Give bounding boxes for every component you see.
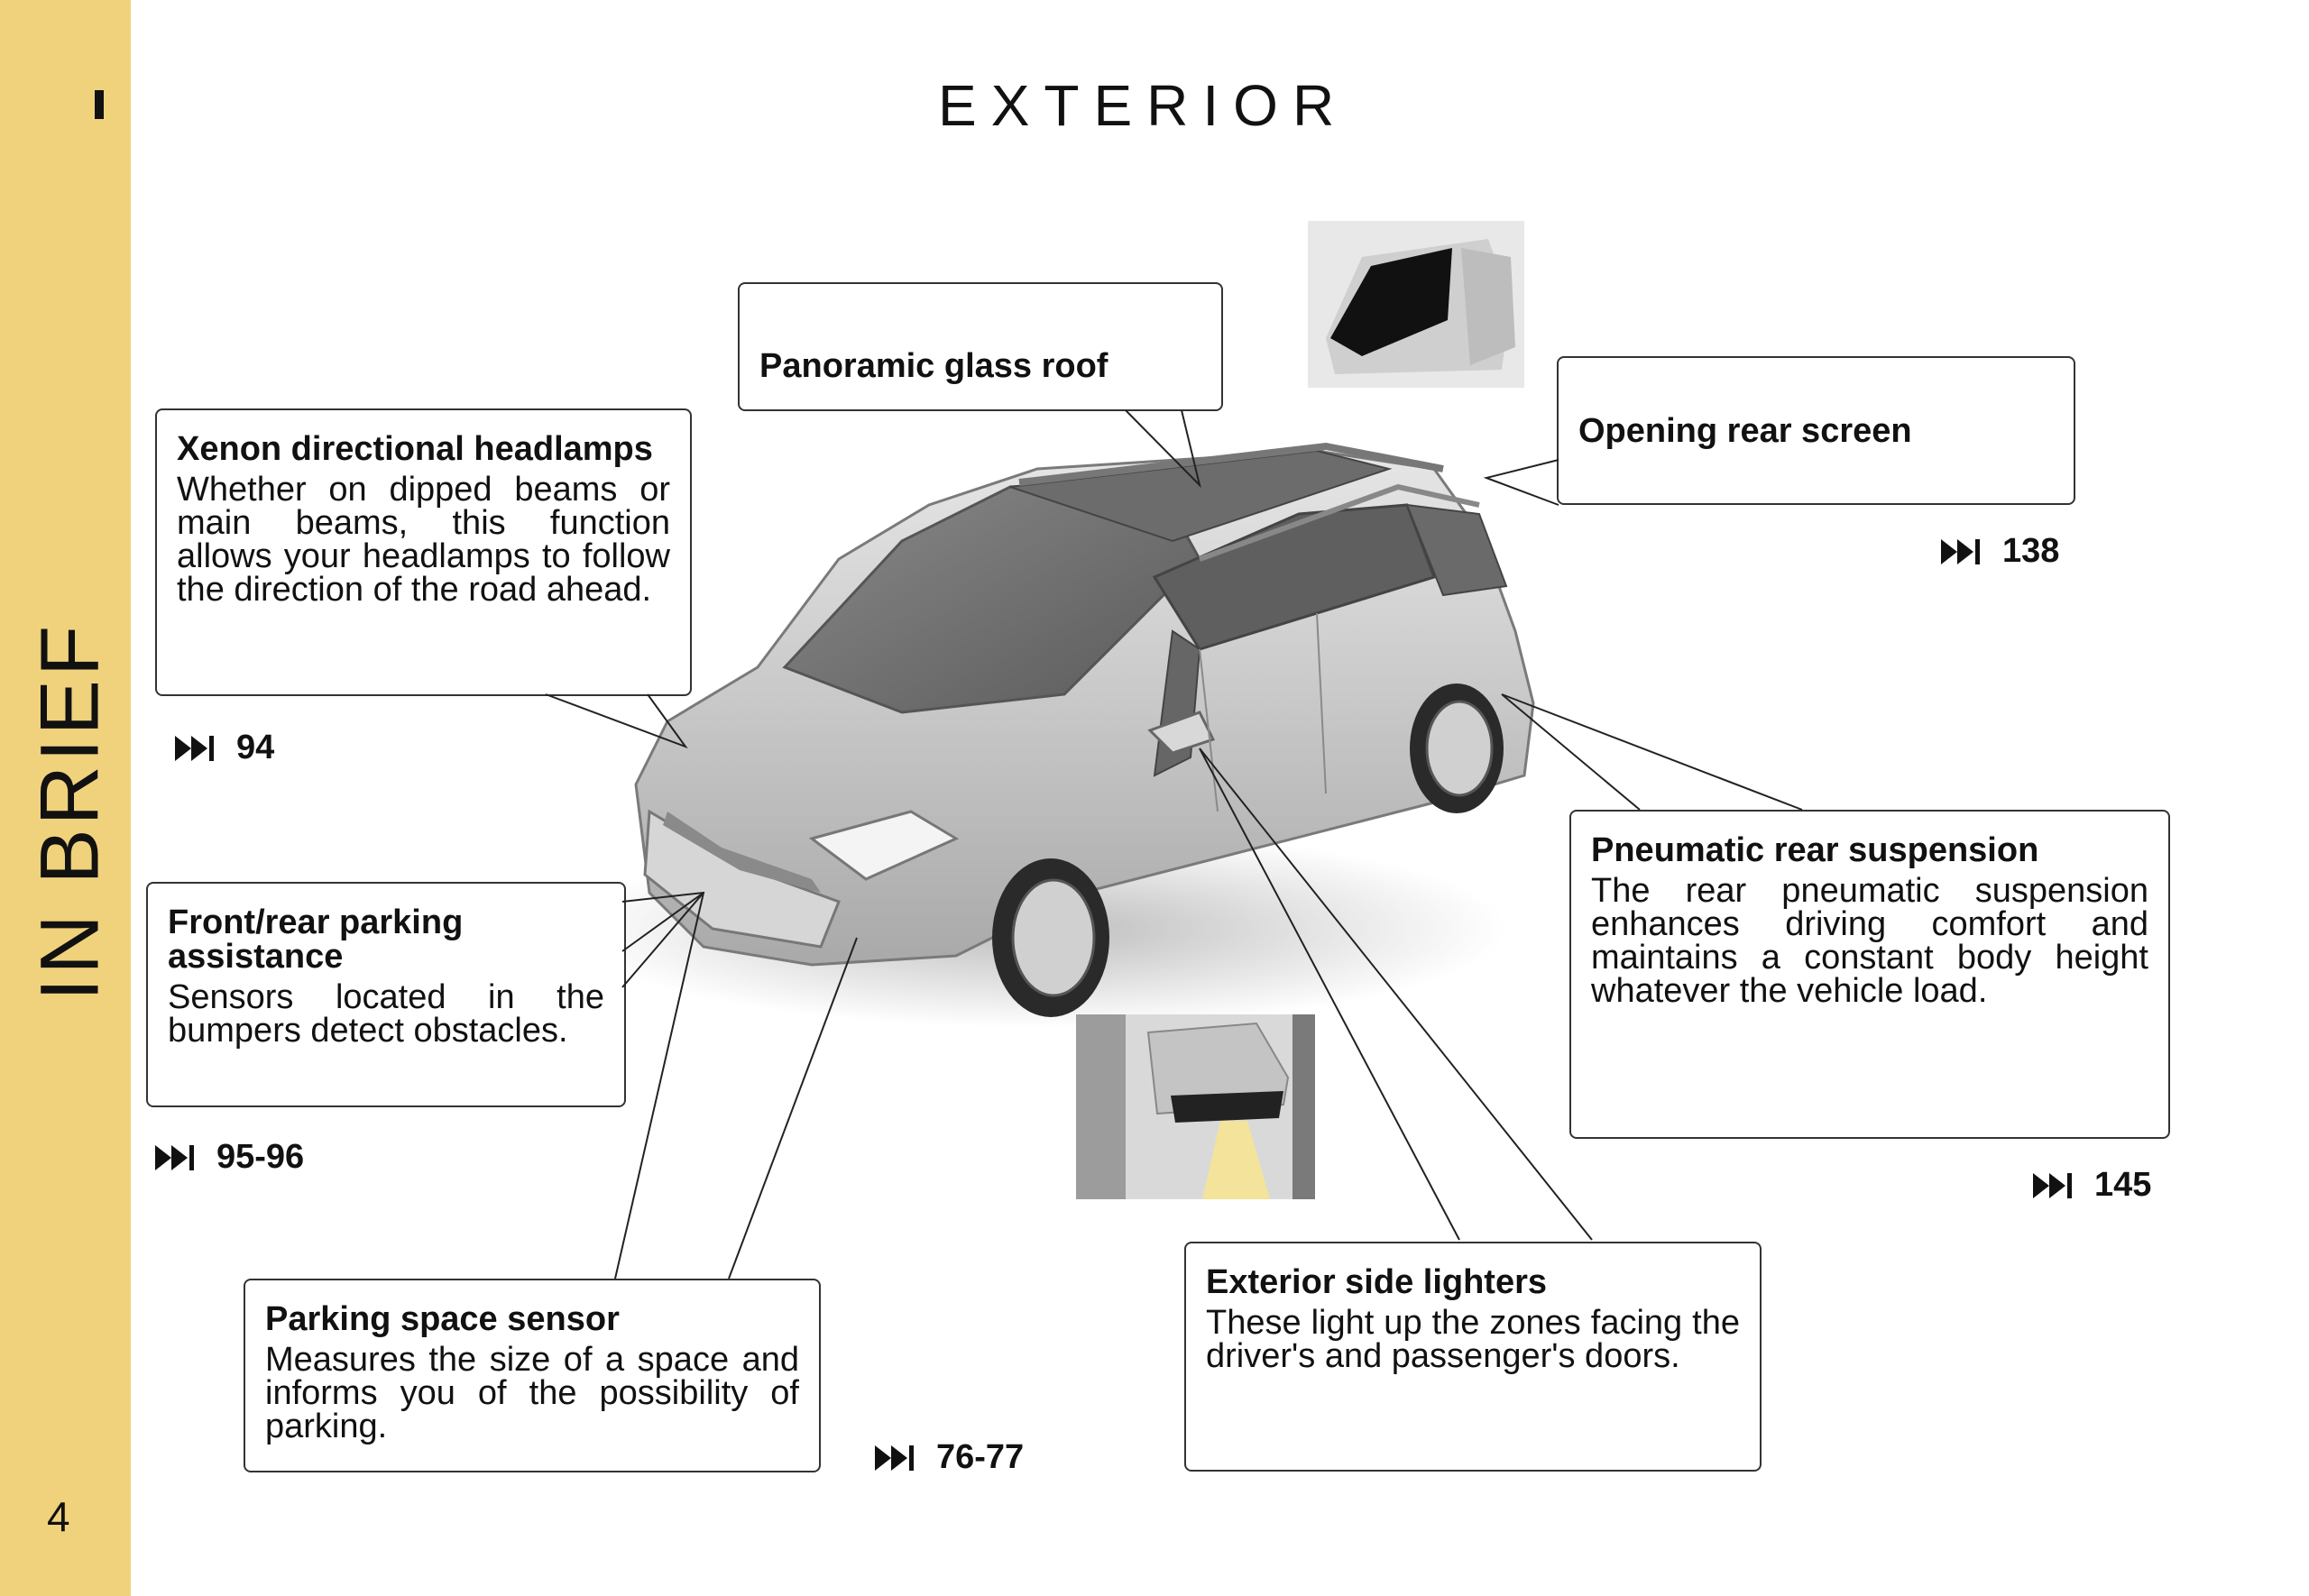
page-ref-number: 138 [2002,532,2060,570]
callout-side-lighters: Exterior side lighters These light up th… [1184,1242,1762,1472]
fast-forward-to-end-icon [175,735,214,761]
page-title: EXTERIOR [938,73,1349,138]
callout-body: Measures the size of a space and informs… [265,1341,799,1445]
page-ref-space-sensor[interactable]: 76-77 [873,1438,1024,1477]
callout-panoramic-roof: Panoramic glass roof [738,282,1223,411]
page-ref-headlamps[interactable]: 94 [173,729,274,767]
callout-title: Opening rear screen [1578,412,1912,450]
callout-title: Front/rear parking assistance [168,903,464,976]
callout-body: The rear pneumatic suspension enhances d… [1591,872,2148,1010]
callout-title: Panoramic glass roof [759,347,1109,385]
fast-forward-to-end-icon [1941,538,1980,564]
callout-title: Pneumatic rear suspension [1591,831,2039,869]
callout-title: Exterior side lighters [1206,1263,1548,1301]
callout-body: Whether on dipped beams or main beams, t… [177,471,670,609]
page-ref-number: 145 [2094,1166,2152,1204]
callout-xenon-headlamps: Xenon directional headlamps Whether on d… [155,408,692,696]
callout-body: Sensors located in the bumpers detect ob… [168,978,604,1050]
callout-body: These light up the zones facing the driv… [1206,1304,1740,1375]
callout-parking-space-sensor: Parking space sensor Measures the size o… [244,1279,821,1472]
callout-parking-assistance: Front/rear parking assistance Sensors lo… [146,882,626,1107]
chapter-mark [95,90,104,119]
sidebar [0,0,131,1596]
callout-title: Xenon directional headlamps [177,430,653,468]
page-ref-rear-screen[interactable]: 138 [1939,532,2059,571]
fast-forward-to-end-icon [2033,1172,2072,1198]
fast-forward-to-end-icon [155,1144,194,1170]
page-ref-number: 95-96 [216,1138,305,1176]
page-ref-suspension[interactable]: 145 [2031,1166,2151,1205]
side-lighter-photo [1076,1014,1315,1199]
callout-title: Parking space sensor [265,1300,620,1338]
page-ref-number: 94 [236,729,275,766]
page-number: 4 [47,1493,70,1540]
fast-forward-to-end-icon [875,1445,914,1471]
callout-pneumatic-suspension: Pneumatic rear suspension The rear pneum… [1569,810,2170,1139]
callout-rear-screen: Opening rear screen [1557,356,2075,505]
page-ref-parking-assistance[interactable]: 95-96 [153,1138,304,1177]
page-ref-number: 76-77 [936,1438,1025,1476]
rear-screen-photo [1308,221,1524,388]
